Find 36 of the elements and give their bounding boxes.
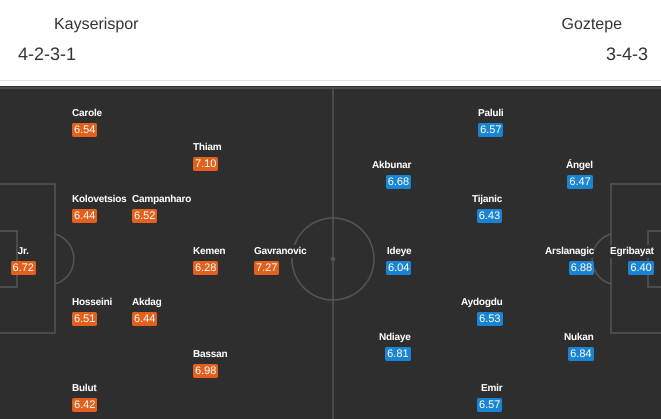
formation: 4-2-3-1 [18, 44, 76, 64]
rating-badge: 6.88 [568, 261, 594, 275]
rating-badge: 6.42 [72, 398, 98, 412]
rating-badge: 6.57 [477, 398, 502, 412]
rating-badge: 6.51 [72, 312, 98, 326]
rating-badge: 6.28 [193, 261, 218, 275]
rating-badge: 7.27 [254, 261, 280, 275]
rating-badge: 6.52 [132, 209, 158, 223]
rating-badge: 6.54 [72, 123, 98, 137]
player-name: Tijanic [472, 193, 502, 206]
rating-badge: 6.44 [132, 312, 158, 326]
player-name: Ángel [566, 159, 593, 172]
rating-badge: 6.84 [568, 347, 594, 361]
rating-badge: 6.98 [193, 364, 218, 378]
rating-badge: 6.68 [386, 175, 412, 189]
rating-badge: 7.10 [193, 157, 218, 171]
player-name: Gavranovic [254, 245, 306, 258]
rating-badge: 6.53 [477, 312, 503, 326]
rating-badge: 6.40 [628, 261, 654, 275]
formation: 3-4-3 [606, 44, 648, 64]
player-name: Egribayat [610, 245, 654, 258]
player-name: Aydogdu [461, 296, 503, 309]
rating-badge: 6.57 [478, 123, 504, 137]
team-name: Goztepe [562, 15, 622, 35]
rating-badge: 6.04 [386, 261, 412, 275]
player-name: Ndiaye [379, 331, 411, 344]
rating-badge: 6.47 [567, 175, 593, 189]
rating-badge: 6.72 [10, 261, 36, 275]
rating-badge: 6.44 [72, 209, 98, 223]
team-name: Kayserispor [54, 15, 138, 35]
rating-badge: 6.43 [476, 209, 502, 223]
rating-badge: 6.81 [385, 347, 411, 361]
player-name: Ideye [386, 245, 412, 258]
player-name: Arslanagic [545, 245, 594, 258]
player-name: Campanharo [132, 193, 192, 206]
player-name: Akdag [132, 296, 162, 309]
